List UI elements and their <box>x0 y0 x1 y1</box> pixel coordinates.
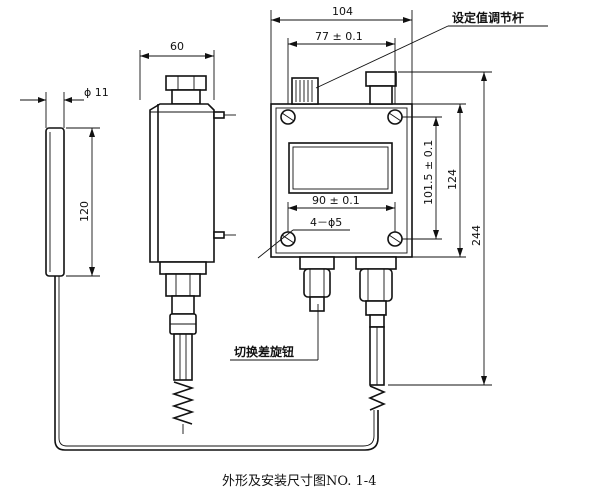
sensing-bulb <box>45 127 65 277</box>
dim-244-label: 244 <box>470 225 483 246</box>
dim-90: 90 ± 0.1 <box>287 194 396 232</box>
capillary-tube <box>54 276 379 451</box>
dim-60: 60 <box>139 40 215 100</box>
dim-77-label: 77 ± 0.1 <box>315 30 363 43</box>
dim-101-label: 101.5 ± 0.1 <box>422 140 435 205</box>
dim-104: 104 <box>270 5 413 104</box>
front-view-controller <box>270 71 413 411</box>
dim-90-label: 90 ± 0.1 <box>312 194 360 207</box>
label-mounting-holes: 4－ϕ5 <box>310 216 342 229</box>
label-adjust-rod: 设定值调节杆 <box>452 10 524 25</box>
leader-adjust-rod: 设定值调节杆 <box>315 10 548 89</box>
dim-120: 120 <box>66 127 100 277</box>
dim-phi11-label: ϕ 11 <box>84 86 109 99</box>
dim-120-label: 120 <box>78 201 91 222</box>
label-switch-knob: 切换差旋钮 <box>234 344 294 359</box>
leader-switch-knob: 切换差旋钮 <box>230 304 319 361</box>
leader-mounting-holes: 4－ϕ5 <box>257 216 350 259</box>
dim-124: 124 <box>412 103 466 258</box>
dim-60-label: 60 <box>170 40 184 53</box>
dim-101: 101.5 ± 0.1 <box>402 116 442 240</box>
dim-phi11: ϕ 11 <box>20 86 109 128</box>
figure-caption: 外形及安装尺寸图NO. 1-4 <box>222 474 376 489</box>
side-view-controller <box>149 75 236 434</box>
dim-124-label: 124 <box>446 169 459 190</box>
dim-244: 244 <box>388 71 492 386</box>
dim-77: 77 ± 0.1 <box>287 30 396 104</box>
dim-104-label: 104 <box>332 5 353 18</box>
